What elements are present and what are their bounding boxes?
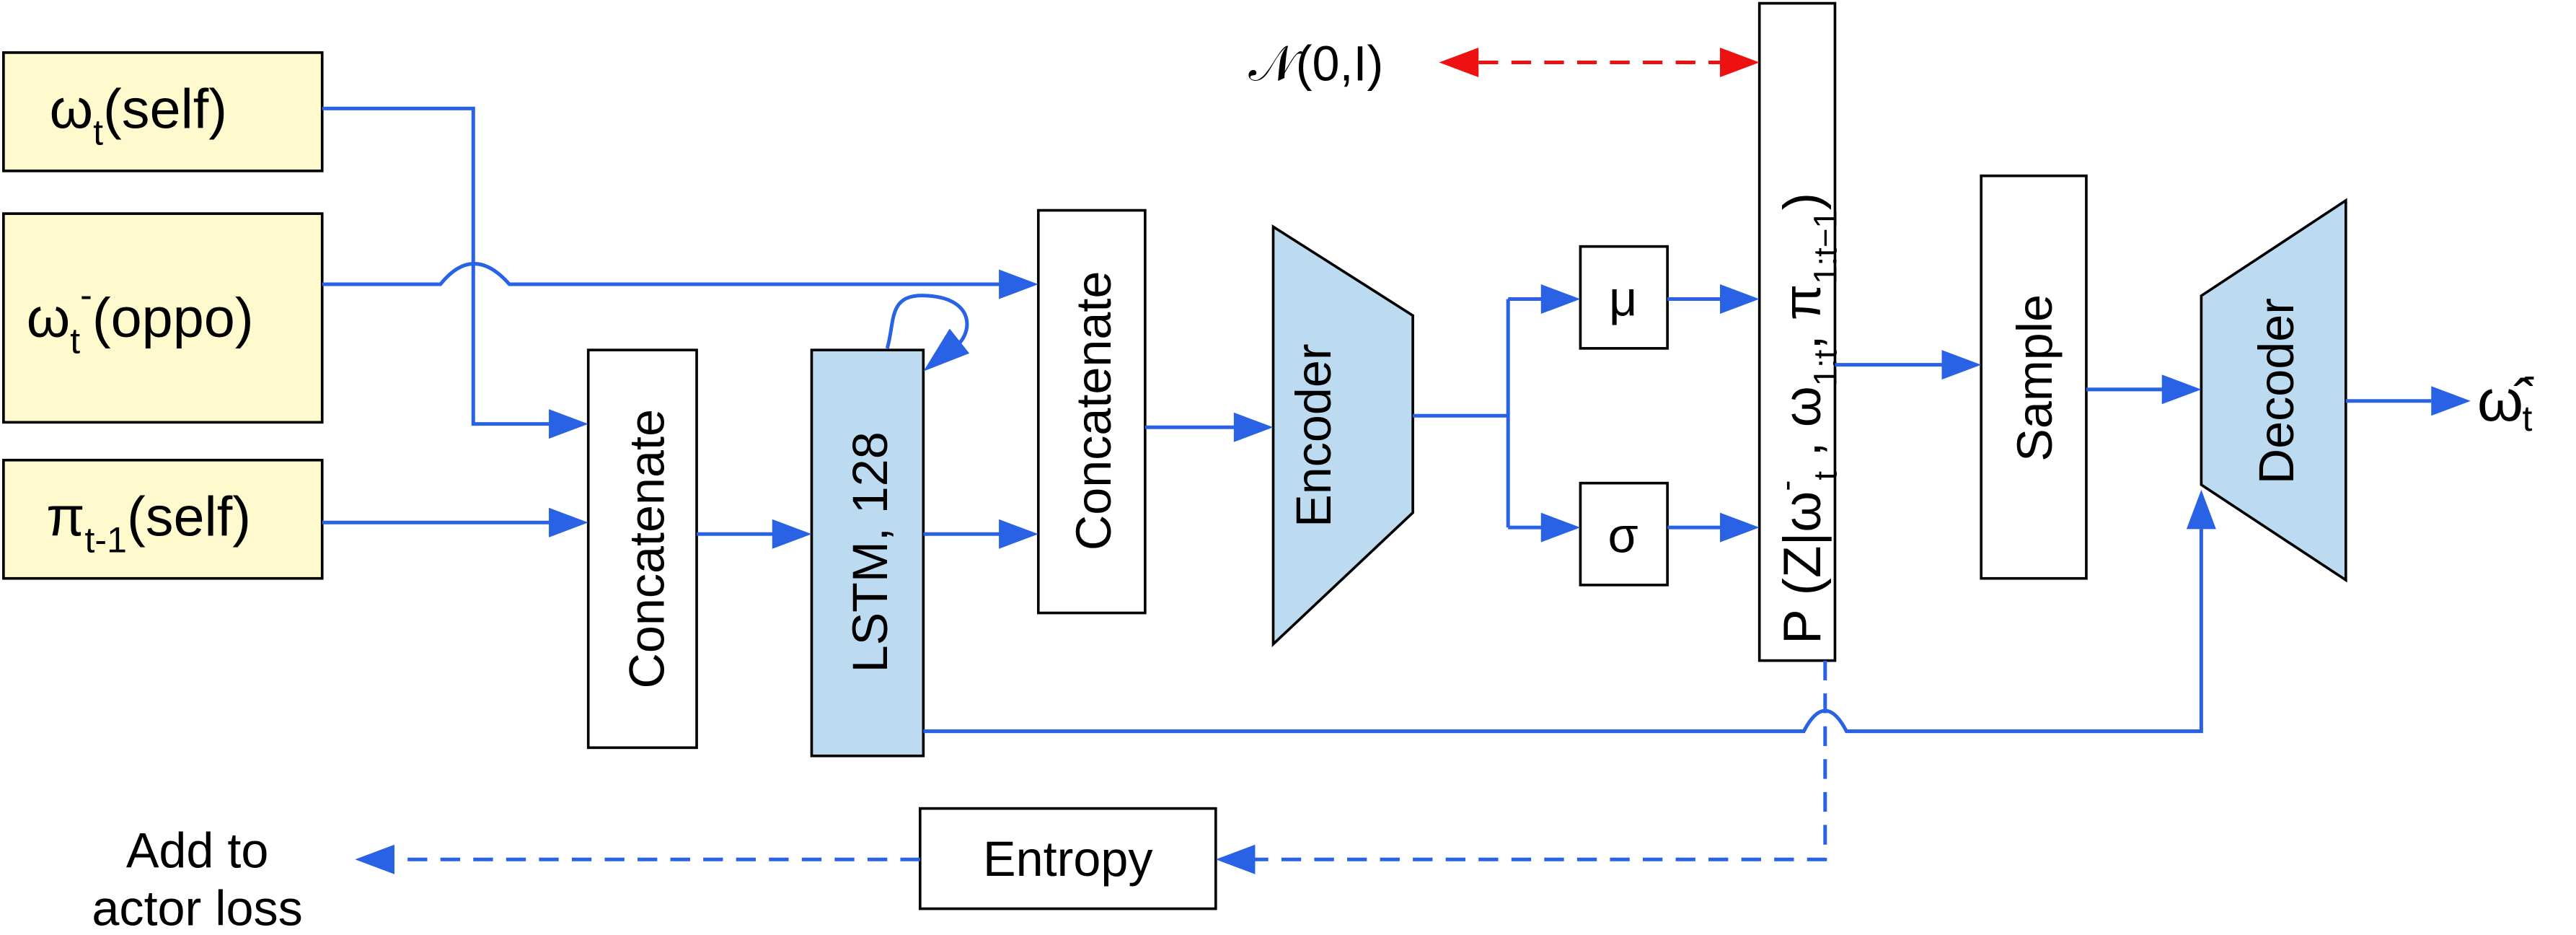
svg-text:Entropy: Entropy [983, 832, 1153, 887]
svg-text:πt-1(self): πt-1(self) [46, 486, 251, 561]
decoder-block: Decoder [2200, 198, 2347, 583]
mu-block: μ [1579, 245, 1669, 350]
svg-text:ωt-(oppo): ωt-(oppo) [27, 275, 254, 361]
concatenate-block-1: Concatenate [586, 348, 698, 750]
svg-text:P (Z|ω-t , ω1:t, π1:t−1): P (Z|ω-t , ω1:t, π1:t−1) [1768, 193, 1844, 644]
input-omega-self: ωt(self) [2, 51, 324, 172]
input-omega-oppo: ωt-(oppo) [2, 212, 324, 424]
lstm-block: LSTM, 128 [810, 348, 925, 758]
svg-text:ωt(self): ωt(self) [50, 79, 227, 153]
encoder-block: Encoder [1271, 224, 1414, 648]
svg-text:μ: μ [1609, 271, 1637, 326]
svg-text:Sample: Sample [2008, 294, 2063, 462]
input-pi-self: πt-1(self) [2, 458, 324, 580]
prior-label: 𝒩(0,I) [1248, 37, 1383, 92]
sample-block: Sample [1980, 174, 2088, 580]
loss-label-line2: actor loss [92, 881, 302, 935]
svg-text:Concatenate: Concatenate [1067, 271, 1121, 550]
svg-text:Encoder: Encoder [1287, 343, 1341, 527]
output-label: ω̂-t [2477, 356, 2536, 439]
svg-text:σ: σ [1608, 508, 1638, 563]
svg-text:Decoder: Decoder [2249, 298, 2304, 484]
concatenate-block-2: Concatenate [1036, 208, 1147, 615]
svg-text:LSTM, 128: LSTM, 128 [843, 431, 898, 672]
entropy-block: Entropy [918, 807, 1217, 910]
svg-text:Concatenate: Concatenate [619, 409, 674, 688]
loss-label-line1: Add to [126, 824, 269, 879]
connectors [322, 48, 2471, 874]
posterior-block: P (Z|ω-t , ω1:t, π1:t−1) [1757, 1, 1844, 662]
sigma-block: σ [1579, 481, 1669, 587]
